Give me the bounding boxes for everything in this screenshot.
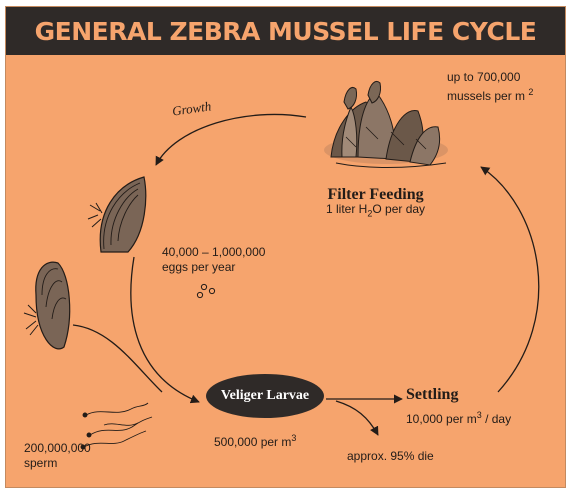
filter-rate-suffix: O per day [372, 202, 425, 216]
filter-feeding-rate: 1 liter H2O per day [326, 202, 425, 221]
settling-heading: Settling [406, 387, 511, 402]
sperm-icon [81, 403, 152, 449]
sperm-line2: sperm [24, 456, 91, 471]
mussel-colony-icon [324, 82, 448, 168]
mussel-shell-icon [24, 262, 70, 349]
settling-rate-text: 10,000 per m [406, 412, 477, 426]
eggs-label: 40,000 – 1,000,000 eggs per year [162, 245, 265, 275]
veliger-larvae-node: Veliger Larvae [206, 374, 324, 418]
filter-rate-text: 1 liter H [326, 202, 367, 216]
larvae-density-exponent: 3 [291, 433, 296, 443]
larvae-density-text: 500,000 per m [214, 435, 291, 449]
density-line1: up to 700,000 [447, 70, 533, 85]
density-unit: mussels per m [447, 89, 525, 103]
settling-to-adult-arrow [481, 167, 539, 392]
sperm-label: 200,000,000 sperm [24, 441, 91, 471]
mortality-label: approx. 95% die [347, 449, 434, 464]
settling-label: Settling 10,000 per m3 / day [406, 387, 511, 427]
larvae-mortality-arrow [336, 401, 378, 435]
eggs-line2: eggs per year [162, 260, 265, 275]
eggs-to-larvae-arrow [131, 257, 199, 402]
eggs-line1: 40,000 – 1,000,000 [162, 245, 265, 260]
filter-feeding-heading: Filter Feeding [326, 187, 425, 202]
density-line2: mussels per m 2 [447, 85, 533, 104]
adult-to-larvae-arrow [73, 325, 162, 392]
growth-arrow [156, 114, 306, 165]
egg-cluster-icon [197, 284, 214, 297]
density-label: up to 700,000 mussels per m 2 [447, 70, 533, 104]
larvae-density-label: 500,000 per m3 [214, 431, 296, 450]
settling-rate-suffix: / day [482, 412, 511, 426]
settling-rate: 10,000 per m3 / day [406, 408, 511, 427]
filter-feeding-label: Filter Feeding 1 liter H2O per day [326, 187, 425, 221]
diagram-frame: GENERAL ZEBRA MUSSEL LIFE CYCLE [5, 6, 566, 488]
sperm-line1: 200,000,000 [24, 441, 91, 456]
density-exponent: 2 [528, 87, 533, 97]
mussel-shell-icon [88, 177, 146, 252]
